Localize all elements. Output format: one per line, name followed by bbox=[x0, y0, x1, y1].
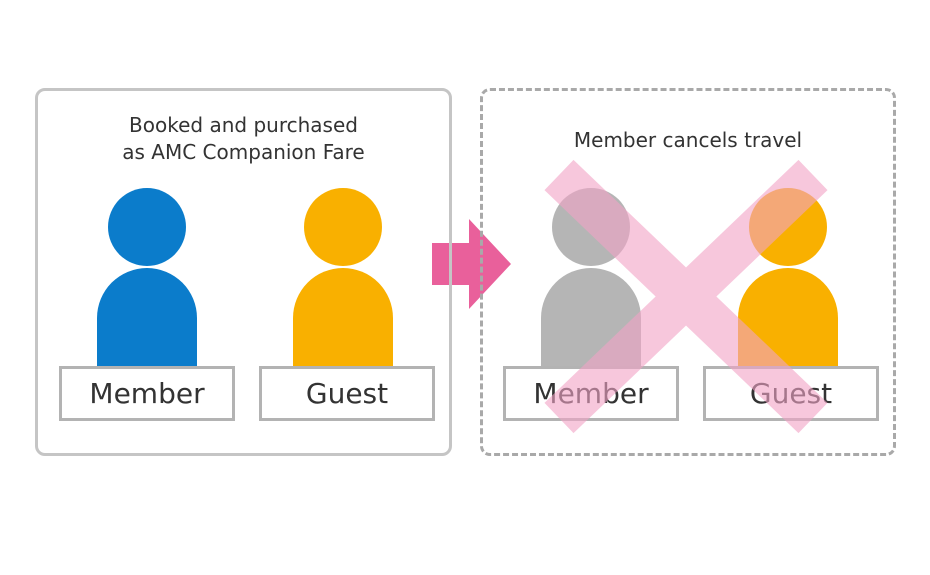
booking-caption: Booked and purchased as AMC Companion Fa… bbox=[35, 112, 452, 166]
member-person-icon-left bbox=[97, 188, 197, 368]
guest-label-left: Guest bbox=[259, 366, 435, 421]
booking-caption-line2: as AMC Companion Fare bbox=[122, 140, 365, 164]
booking-caption-line1: Booked and purchased bbox=[129, 113, 358, 137]
booking-panel bbox=[35, 88, 452, 456]
cancellation-caption: Member cancels travel bbox=[573, 128, 803, 152]
guest-person-icon-left bbox=[293, 188, 393, 368]
guest-label-right: Guest bbox=[703, 366, 879, 421]
arrow-right-icon bbox=[432, 219, 511, 309]
cancellation-panel bbox=[480, 88, 896, 456]
member-label-left: Member bbox=[59, 366, 235, 421]
member-label-right: Member bbox=[503, 366, 679, 421]
